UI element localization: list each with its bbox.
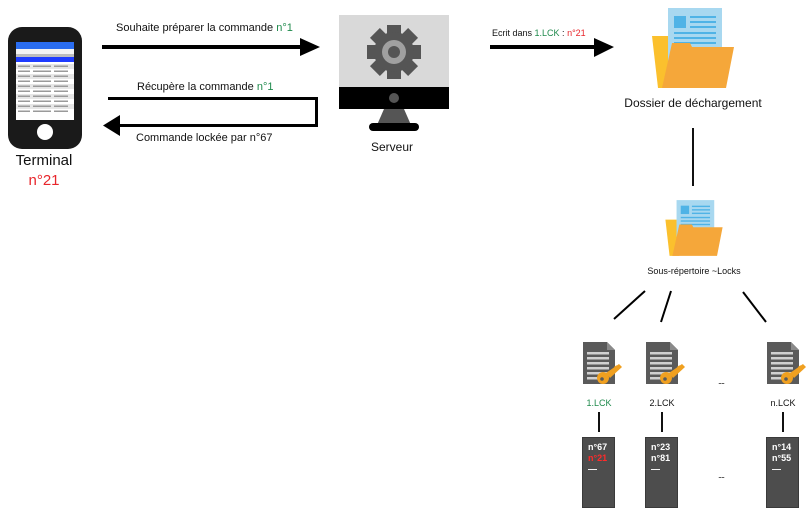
lock-entry: n°23 <box>651 442 671 452</box>
lock-file-icon <box>583 342 623 388</box>
contents-ellipsis: .... <box>718 470 725 480</box>
write-sep: : <box>559 28 568 38</box>
lock-file-content: n°67 n°21 — <box>582 437 615 508</box>
lock-file-name: n.LCK <box>770 398 796 408</box>
response-top-label: Récupère la commande n°1 <box>137 81 273 93</box>
unload-folder-label: Dossier de déchargement <box>624 96 762 110</box>
write-ref: n°21 <box>567 28 586 38</box>
lock-file-icon <box>767 342 807 388</box>
folder-connector-line <box>692 128 694 186</box>
request-text: Souhaite préparer la commande <box>116 22 277 34</box>
request-label: Souhaite préparer la commande n°1 <box>116 22 293 34</box>
lock-entry: — <box>588 464 597 474</box>
terminal-number: n°21 <box>28 172 60 189</box>
write-file: 1.LCK <box>534 28 560 38</box>
lock-entry: n°14 <box>772 442 792 452</box>
lock-entry: n°55 <box>772 453 792 463</box>
lock-entry: n°81 <box>651 453 671 463</box>
lock-file-name: 1.LCK <box>586 398 612 408</box>
lock-entry-highlight: n°21 <box>588 453 608 463</box>
terminal-label: Terminal <box>15 152 73 169</box>
server-label: Serveur <box>370 140 414 154</box>
write-label: Ecrit dans 1.LCK : n°21 <box>492 28 586 38</box>
response-arrow <box>102 96 322 136</box>
lock-entry: — <box>772 464 781 474</box>
locks-subfolder-label: Sous-répertoire ~Locks <box>647 266 741 276</box>
response-top-ref: n°1 <box>256 81 274 93</box>
lock-file-content: n°14 n°55 — <box>766 437 799 508</box>
unload-folder-icon <box>650 8 736 88</box>
lock-entry: n°67 <box>588 442 608 452</box>
files-ellipsis: .... <box>718 376 725 386</box>
server-gear-monitor-icon <box>339 15 449 133</box>
write-arrow <box>490 38 616 58</box>
lock-file-icon <box>646 342 686 388</box>
request-ref: n°1 <box>276 22 293 34</box>
lock-file-connector <box>661 412 663 432</box>
lock-file-connector <box>782 412 784 432</box>
write-text: Ecrit dans <box>492 28 535 38</box>
response-top-text: Récupère la commande <box>137 81 257 93</box>
lock-file-connector <box>598 412 600 432</box>
terminal-phone-icon <box>7 26 83 150</box>
subfolder-branch-lines <box>600 280 780 330</box>
lock-file-name: 2.LCK <box>649 398 675 408</box>
lock-entry: — <box>651 464 660 474</box>
response-bottom-label: Commande lockée par n°67 <box>136 132 273 144</box>
request-arrow <box>102 37 322 57</box>
locks-subfolder-icon <box>664 200 724 256</box>
lock-file-content: n°23 n°81 — <box>645 437 678 508</box>
